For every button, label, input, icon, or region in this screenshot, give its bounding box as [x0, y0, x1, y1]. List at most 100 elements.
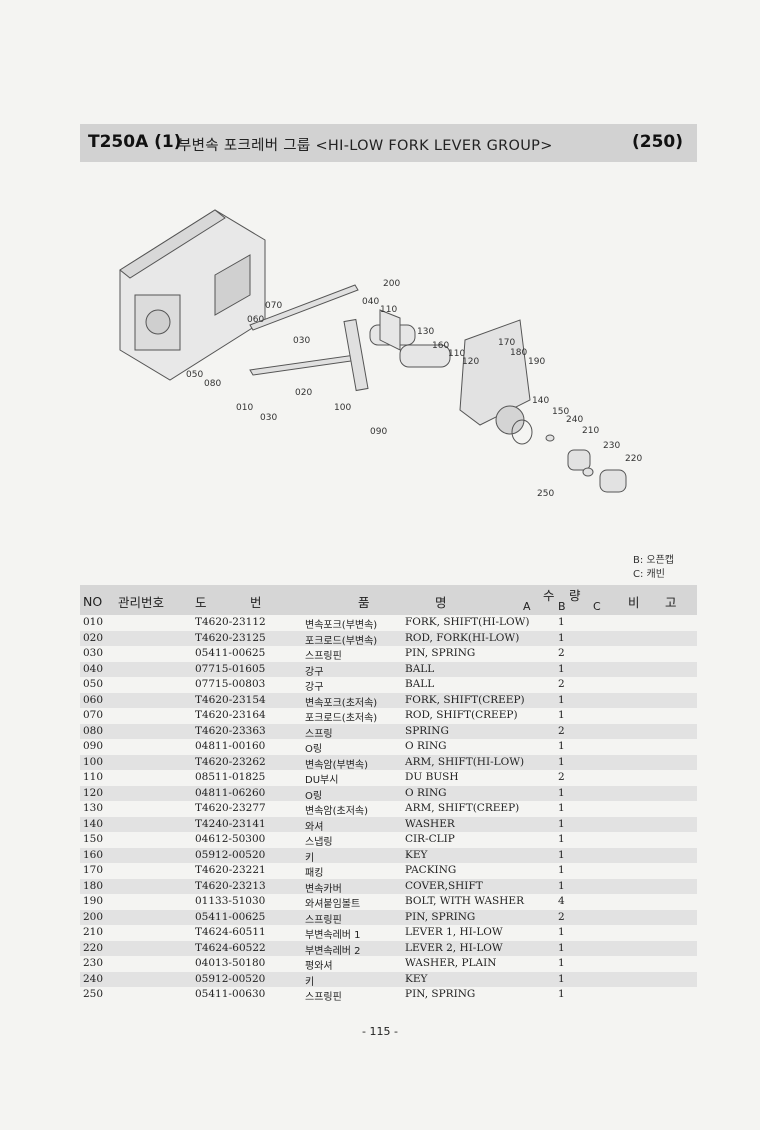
header-part-a: 도 — [195, 595, 207, 610]
row-no: 150 — [83, 833, 104, 845]
callout-200: 200 — [383, 279, 400, 289]
row-qty-b: 1 — [558, 972, 565, 985]
row-name-english: FORK, SHIFT(CREEP) — [405, 693, 525, 706]
row-no: 050 — [83, 678, 104, 690]
row-name-korean: 변속포크(초저속) — [305, 697, 378, 709]
row-qty-b: 4 — [558, 895, 565, 907]
header-remark-a: 비 — [628, 595, 640, 610]
row-part-number: 04013-50180 — [195, 957, 266, 969]
row-name-korean: 스프링핀 — [305, 992, 342, 1003]
row-qty-b: 1 — [558, 786, 565, 799]
group-code: (250) — [631, 132, 683, 152]
row-name-english: ROD, SHIFT(CREEP) — [405, 709, 518, 721]
header-qty-b: 량 — [569, 588, 581, 603]
callout-050: 050 — [186, 370, 203, 380]
row-name-korean: 스냅링 — [305, 837, 333, 848]
row-no: 010 — [83, 616, 104, 628]
row-part-number: T4620-23154 — [195, 693, 266, 706]
shift-arms — [369, 309, 451, 368]
row-name-english: BALL — [405, 678, 435, 690]
header-no: NO — [83, 594, 103, 609]
row-part-number: T4620-23221 — [195, 864, 266, 876]
shift-cover — [459, 319, 627, 493]
row-qty-b: 2 — [558, 647, 565, 659]
callout-030b: 030 — [260, 413, 277, 423]
callout-180: 180 — [510, 348, 527, 358]
row-no: 250 — [83, 988, 104, 1000]
row-qty-b: 1 — [558, 740, 565, 752]
row-qty-b: 1 — [558, 631, 565, 644]
row-name-korean: 강구 — [305, 666, 324, 678]
callout-060: 060 — [247, 315, 264, 325]
row-part-number: T4620-23112 — [195, 616, 266, 628]
callout-170: 170 — [498, 338, 515, 348]
row-name-english: FORK, SHIFT(HI-LOW) — [405, 616, 530, 628]
fork-rods — [249, 284, 369, 392]
row-part-number: 05912-00520 — [195, 972, 266, 985]
row-qty-b: 1 — [558, 833, 565, 845]
row-part-number: T4620-23262 — [195, 755, 266, 768]
row-no: 210 — [83, 926, 104, 938]
row-qty-b: 1 — [558, 879, 565, 892]
row-no: 240 — [83, 972, 104, 985]
row-no: 120 — [83, 786, 104, 799]
row-qty-b: 2 — [558, 678, 565, 690]
callout-030: 030 — [293, 336, 310, 346]
model-title: T250A (1) — [88, 132, 182, 152]
row-no: 230 — [83, 957, 104, 969]
row-name-korean: 와셔붙임볼트 — [305, 899, 361, 910]
callout-150: 150 — [552, 407, 569, 417]
callout-230: 230 — [603, 441, 620, 451]
header-col-a: A — [523, 600, 531, 613]
row-part-number: 07715-00803 — [195, 678, 266, 690]
row-name-korean: O링 — [305, 744, 323, 755]
row-name-english: LEVER 2, HI-LOW — [405, 941, 503, 954]
header-col-c: C — [593, 600, 601, 613]
diagram-svg: 200 040 070 110 060 030 130 160 170 180 … — [119, 209, 642, 499]
row-no: 200 — [83, 910, 104, 923]
row-name-english: PIN, SPRING — [405, 647, 476, 659]
callout-110: 110 — [380, 305, 397, 315]
row-name-korean: 포크로드(부변속) — [305, 635, 378, 647]
row-qty-b: 1 — [558, 926, 565, 938]
row-name-english: PACKING — [405, 864, 457, 876]
row-name-english: WASHER, PLAIN — [405, 957, 497, 969]
row-name-english: SPRING — [405, 724, 449, 737]
row-name-korean: 스프링 — [305, 728, 333, 740]
row-name-english: ARM, SHIFT(HI-LOW) — [405, 755, 525, 768]
header-qty-a: 수 — [543, 588, 555, 603]
row-name-korean: O링 — [305, 790, 323, 802]
page-number: - 115 - — [362, 1025, 398, 1038]
callout-210: 210 — [582, 426, 599, 436]
row-name-korean: 강구 — [305, 682, 324, 693]
row-name-korean: 변속암(초저속) — [305, 806, 369, 817]
row-name-english: KEY — [405, 848, 428, 861]
exploded-parts-diagram: 200 040 070 110 060 030 130 160 170 180 … — [100, 200, 660, 520]
row-part-number: T4620-23125 — [195, 631, 266, 644]
callout-190: 190 — [528, 357, 545, 367]
callout-040: 040 — [362, 297, 379, 307]
row-no: 080 — [83, 724, 104, 737]
row-name-korean: 변속암(부변속) — [305, 759, 369, 771]
row-no: 070 — [83, 709, 104, 721]
row-name-korean: 패킹 — [305, 868, 324, 879]
row-part-number: T4620-23363 — [195, 724, 266, 737]
row-no: 090 — [83, 740, 104, 752]
row-part-number: 05411-00625 — [195, 647, 266, 659]
row-name-english: KEY — [405, 972, 428, 985]
row-name-english: DU BUSH — [405, 771, 459, 783]
row-part-number: T4620-23213 — [195, 879, 266, 892]
row-name-english: CIR-CLIP — [405, 833, 455, 845]
row-no: 160 — [83, 848, 104, 861]
